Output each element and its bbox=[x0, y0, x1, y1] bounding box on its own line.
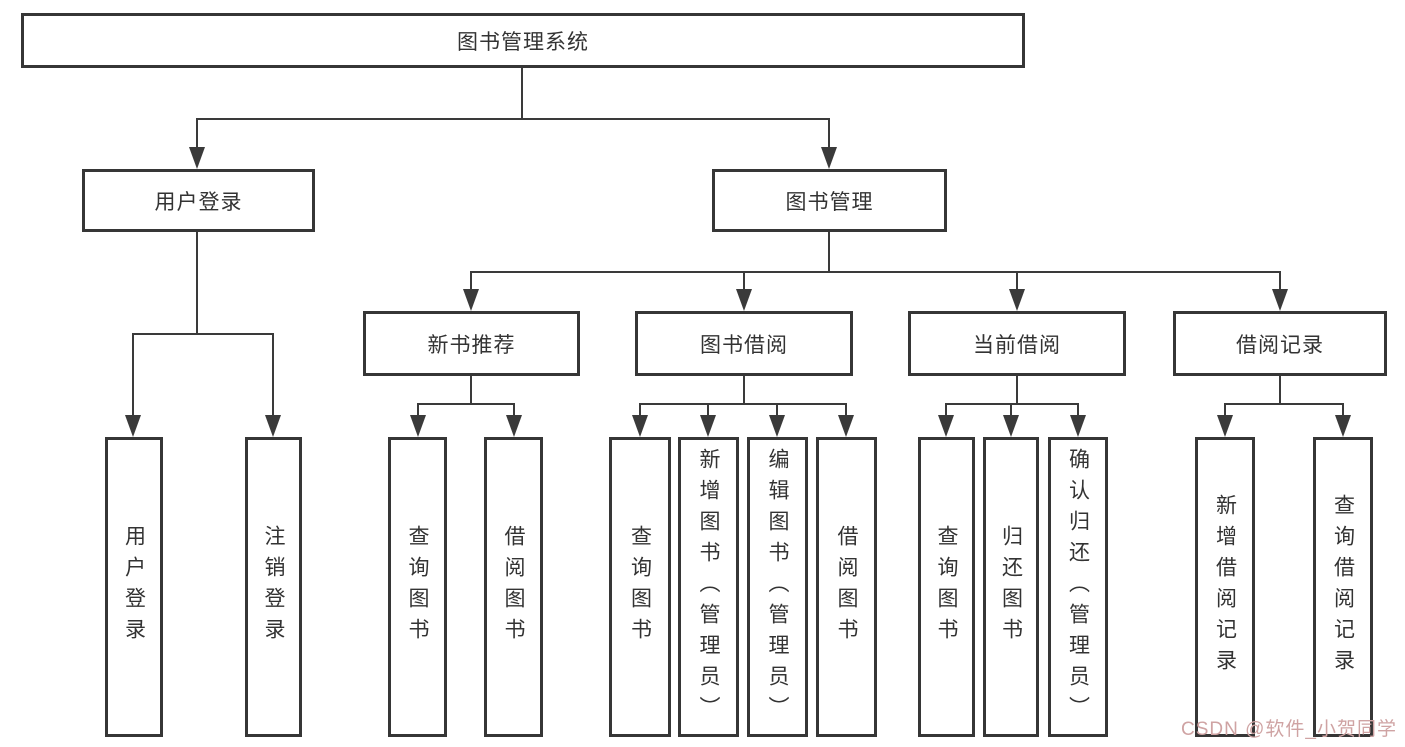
connector-currentborrow-branch bbox=[945, 403, 1079, 405]
connector-drop-book-management bbox=[828, 118, 830, 150]
arrow-down-icon bbox=[1272, 289, 1288, 311]
connector-drop-user-login bbox=[196, 118, 198, 150]
leaf-add-book-admin: 新增图书（管理员） bbox=[678, 437, 739, 737]
leaf-borrow-books: 借阅图书 bbox=[816, 437, 877, 737]
arrow-down-icon bbox=[189, 147, 205, 169]
arrow-down-icon bbox=[769, 415, 785, 437]
arrow-down-icon bbox=[938, 415, 954, 437]
connector-drop bbox=[417, 403, 419, 417]
arrow-down-icon bbox=[410, 415, 426, 437]
leaf-borrow-books-label: 借阅图书 bbox=[835, 525, 858, 649]
leaf-confirm-return-admin: 确认归还（管理员） bbox=[1048, 437, 1108, 737]
leaf-borrow-books-recommend: 借阅图书 bbox=[484, 437, 543, 737]
connector-drop-book-borrow bbox=[743, 271, 745, 291]
node-user-login-group-label: 用户登录 bbox=[154, 190, 243, 214]
node-new-book-recommend-label: 新书推荐 bbox=[427, 333, 516, 357]
connector-newbook-stem bbox=[470, 376, 472, 405]
connector-drop-leaf-user-login bbox=[132, 333, 134, 417]
connector-drop bbox=[707, 403, 709, 417]
arrow-down-icon bbox=[265, 415, 281, 437]
leaf-edit-book-admin-label: 编辑图书（管理员） bbox=[766, 447, 789, 727]
leaf-return-books: 归还图书 bbox=[983, 437, 1039, 737]
arrow-down-icon bbox=[736, 289, 752, 311]
arrow-down-icon bbox=[632, 415, 648, 437]
arrow-down-icon bbox=[1217, 415, 1233, 437]
leaf-logout: 注销登录 bbox=[245, 437, 302, 737]
arrow-down-icon bbox=[1003, 415, 1019, 437]
connector-drop bbox=[945, 403, 947, 417]
connector-drop bbox=[1077, 403, 1079, 417]
node-new-book-recommend: 新书推荐 bbox=[363, 311, 580, 376]
leaf-return-books-label: 归还图书 bbox=[999, 525, 1023, 649]
node-book-management: 图书管理 bbox=[712, 169, 947, 232]
connector-drop bbox=[1224, 403, 1226, 417]
leaf-add-borrow-record-label: 新增借阅记录 bbox=[1213, 494, 1237, 680]
leaf-logout-label: 注销登录 bbox=[262, 525, 285, 649]
leaf-query-borrow-record: 查询借阅记录 bbox=[1313, 437, 1373, 737]
arrow-down-icon bbox=[506, 415, 522, 437]
leaf-add-borrow-record: 新增借阅记录 bbox=[1195, 437, 1255, 737]
connector-drop bbox=[776, 403, 778, 417]
connector-drop-current-borrow bbox=[1016, 271, 1018, 291]
node-user-login-group: 用户登录 bbox=[82, 169, 315, 232]
connector-root-branch bbox=[196, 118, 830, 120]
connector-drop-borrow-records bbox=[1279, 271, 1281, 291]
node-book-borrow: 图书借阅 bbox=[635, 311, 853, 376]
arrow-down-icon bbox=[1335, 415, 1351, 437]
node-borrow-records: 借阅记录 bbox=[1173, 311, 1387, 376]
connector-bookmgmt-stem bbox=[828, 232, 830, 273]
connector-borrowrecords-branch bbox=[1224, 403, 1344, 405]
arrow-down-icon bbox=[463, 289, 479, 311]
connector-bookmgmt-branch bbox=[470, 271, 1281, 273]
connector-drop-new-book bbox=[470, 271, 472, 291]
node-current-borrow-label: 当前借阅 bbox=[973, 333, 1061, 357]
csdn-watermark: CSDN @软件_小贺同学 bbox=[1181, 719, 1397, 740]
leaf-query-books-current-label: 查询图书 bbox=[935, 525, 958, 649]
connector-drop bbox=[1342, 403, 1344, 417]
leaf-query-books-current: 查询图书 bbox=[918, 437, 975, 737]
connector-userlogin-branch bbox=[132, 333, 274, 335]
connector-drop bbox=[513, 403, 515, 417]
connector-drop bbox=[845, 403, 847, 417]
leaf-query-books-recommend-label: 查询图书 bbox=[406, 525, 429, 649]
connector-newbook-branch bbox=[417, 403, 515, 405]
arrow-down-icon bbox=[821, 147, 837, 169]
node-library-system: 图书管理系统 bbox=[21, 13, 1025, 68]
leaf-add-book-admin-label: 新增图书（管理员） bbox=[697, 447, 720, 727]
connector-drop-leaf-logout bbox=[272, 333, 274, 417]
leaf-user-login-label: 用户登录 bbox=[122, 525, 146, 649]
node-book-management-label: 图书管理 bbox=[785, 190, 874, 214]
leaf-user-login: 用户登录 bbox=[105, 437, 163, 737]
arrow-down-icon bbox=[125, 415, 141, 437]
arrow-down-icon bbox=[1009, 289, 1025, 311]
leaf-edit-book-admin: 编辑图书（管理员） bbox=[747, 437, 808, 737]
node-library-system-label: 图书管理系统 bbox=[457, 30, 589, 54]
leaf-query-books-borrow: 查询图书 bbox=[609, 437, 671, 737]
connector-root-stem bbox=[521, 68, 523, 119]
connector-userlogin-stem bbox=[196, 232, 198, 335]
connector-drop bbox=[639, 403, 641, 417]
connector-borrowrecords-stem bbox=[1279, 376, 1281, 405]
connector-bookborrow-stem bbox=[743, 376, 745, 405]
leaf-query-books-recommend: 查询图书 bbox=[388, 437, 447, 737]
connector-drop bbox=[1010, 403, 1012, 417]
connector-bookborrow-branch bbox=[639, 403, 847, 405]
node-current-borrow: 当前借阅 bbox=[908, 311, 1126, 376]
leaf-confirm-return-admin-label: 确认归还（管理员） bbox=[1066, 447, 1090, 727]
arrow-down-icon bbox=[838, 415, 854, 437]
leaf-borrow-books-recommend-label: 借阅图书 bbox=[502, 525, 525, 649]
leaf-query-books-borrow-label: 查询图书 bbox=[628, 525, 652, 649]
arrow-down-icon bbox=[700, 415, 716, 437]
leaf-query-borrow-record-label: 查询借阅记录 bbox=[1331, 494, 1355, 680]
arrow-down-icon bbox=[1070, 415, 1086, 437]
connector-currentborrow-stem bbox=[1016, 376, 1018, 405]
node-book-borrow-label: 图书借阅 bbox=[700, 333, 788, 357]
node-borrow-records-label: 借阅记录 bbox=[1236, 333, 1324, 357]
